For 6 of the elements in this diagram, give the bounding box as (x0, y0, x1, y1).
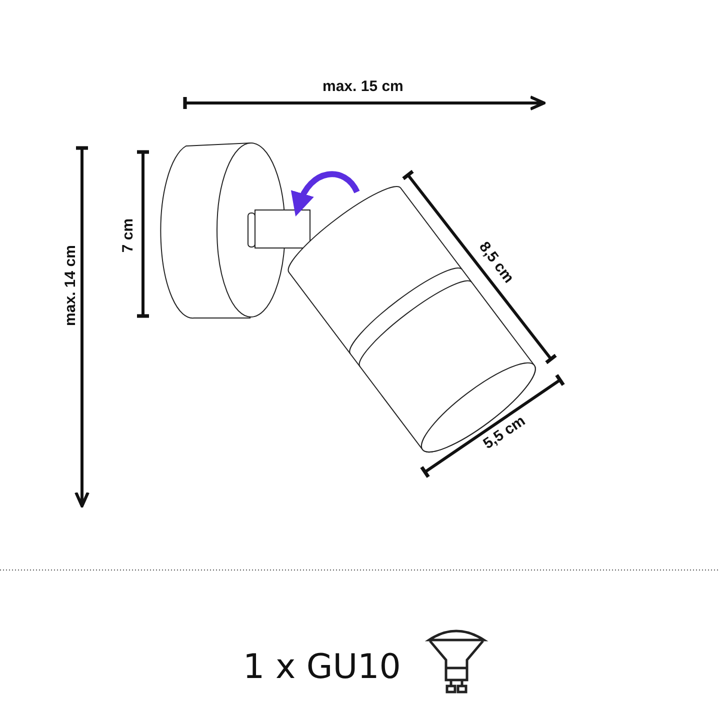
dimension-label: max. 15 cm (322, 78, 404, 94)
dimension-label: max. 14 cm (62, 244, 78, 326)
dimension-label: 5,5 cm (480, 412, 528, 452)
dimension-label: 7 cm (120, 218, 136, 252)
bulb-type-label: 1 x GU10 (243, 650, 401, 684)
dimension-label: 8,5 cm (476, 238, 516, 286)
